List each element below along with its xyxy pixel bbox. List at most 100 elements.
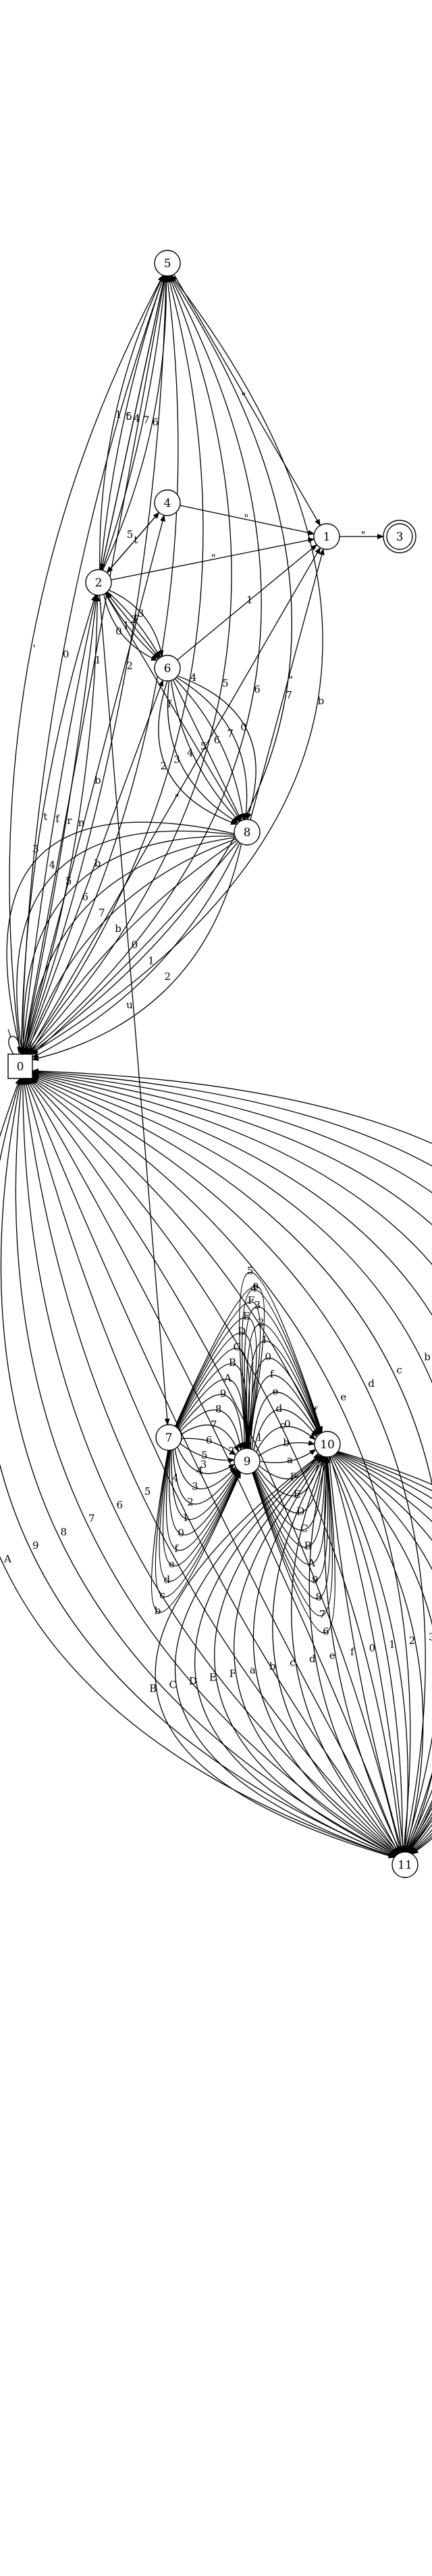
transition-line [6, 821, 235, 1055]
transitions-layer: \"tfrnbb'01234567b""t1t4763210fu"5"5t107… [0, 274, 432, 1859]
transition-label: b [318, 695, 325, 707]
transition-label: " [211, 552, 216, 564]
transition-7-9-4: C [176, 1341, 250, 1450]
transition-11-0-18: E [32, 1070, 432, 1853]
transition-0-5-0: ' [9, 275, 164, 1055]
transition-line [170, 680, 240, 823]
transition-label: 1 [246, 594, 253, 606]
transition-label: 1 [256, 1431, 263, 1444]
transition-11-0-14: c [32, 1076, 432, 1853]
transition-line [251, 1392, 319, 1450]
transition-line [151, 1450, 241, 1613]
transition-label: t [126, 410, 130, 422]
transition-0-5-5: 4 [25, 275, 204, 1055]
transition-line [250, 548, 325, 820]
transition-line [105, 593, 241, 822]
transition-label: 6 [152, 416, 159, 429]
transition-label: t [43, 811, 47, 823]
transition-9-10-10: b [259, 1437, 315, 1456]
transition-line [0, 1078, 396, 1858]
transition-line [181, 1424, 239, 1452]
transition-label: 6 [206, 1434, 213, 1446]
transition-2-5-3: 7 [101, 275, 168, 570]
transition-10-11-20: C [169, 1454, 396, 1858]
transition-label: 1 [261, 1334, 268, 1346]
transition-line [106, 512, 160, 574]
transition-label: 3 [138, 607, 144, 620]
transition-7-9-18: e [162, 1450, 240, 1570]
state-circle [85, 569, 112, 596]
transition-11-0-12: e [31, 1078, 411, 1853]
transition-line [31, 1078, 411, 1853]
transition-label: e [273, 1385, 279, 1397]
transition-11-0-2: 8 [0, 1078, 396, 1857]
transition-label: F [230, 1668, 236, 1680]
transition-line [252, 1456, 335, 1634]
transition-line [332, 1456, 424, 1853]
state-label: 8 [244, 826, 251, 840]
transition-label: 4 [172, 1472, 179, 1484]
transition-label: 1 [94, 654, 101, 666]
transition-10-11-3: 7 [336, 1452, 432, 1854]
state-2: 2 [85, 569, 112, 596]
transition-10-11-12: e [324, 1456, 402, 1853]
transition-7-9-17: f [165, 1450, 240, 1555]
transition-line [27, 275, 262, 1055]
transition-line [324, 1456, 402, 1853]
transition-label: 1 [115, 408, 122, 420]
transition-line [252, 1456, 331, 1599]
transition-10-11-21: B [149, 1454, 396, 1859]
transition-2-5-1: t [100, 275, 165, 570]
transition-line [103, 594, 158, 661]
state-10: 10 [314, 1431, 341, 1458]
transition-line [181, 1437, 236, 1456]
transition-6-8-2: 6 [174, 678, 246, 821]
transition-label: 2 [228, 1445, 235, 1457]
transition-label: 3 [32, 843, 39, 855]
transition-label: " [244, 512, 248, 524]
transition-label: c [279, 1419, 285, 1431]
transition-line [22, 275, 167, 1055]
transition-line [180, 1409, 243, 1451]
transition-line [175, 1301, 261, 1449]
transition-line [252, 1456, 398, 1855]
transition-line [331, 1456, 408, 1853]
transition-9-10-20: 7 [252, 1456, 333, 1620]
transition-2-7-0: u [99, 595, 170, 1426]
transition-line [26, 1078, 401, 1853]
transition-label: 0 [369, 1642, 376, 1654]
transition-line [173, 274, 321, 526]
state-circle [154, 655, 181, 682]
transition-label: 0 [178, 1527, 184, 1539]
transition-9-10-4: 1 [248, 1334, 321, 1449]
transition-label: d [163, 1574, 170, 1586]
transition-8-0-1: 1 [32, 842, 240, 1058]
transition-line [99, 275, 164, 570]
transition-6-8-3: 5 [172, 679, 242, 821]
transition-label: 1 [123, 620, 130, 632]
transition-line [30, 1078, 403, 1853]
state-circle [313, 523, 340, 550]
transition-10-11-6: 4 [334, 1454, 432, 1853]
transition-line [254, 1456, 328, 1548]
transition-label: 5 [201, 1450, 208, 1462]
transition-label: 2 [130, 613, 137, 626]
transition-10-11-19: D [189, 1455, 396, 1857]
transition-5-1-0: " [173, 274, 321, 526]
transition-line [32, 1069, 432, 1853]
transition-label: A [3, 1553, 11, 1565]
transition-line [32, 1072, 432, 1853]
transition-line [180, 1443, 236, 1463]
transition-9-10-8: d [253, 1402, 318, 1450]
transition-11-0-15: b [32, 1074, 432, 1853]
transition-7-9-13: 3 [174, 1448, 236, 1493]
transition-9-10-13: E [257, 1454, 323, 1500]
transition-10-11-14: c [290, 1456, 400, 1855]
state-label: 11 [398, 1859, 412, 1872]
transition-label: r [67, 815, 72, 827]
transition-line [25, 1078, 400, 1854]
transition-11-0-4: 6 [20, 1078, 398, 1855]
transition-4-1-0: " [180, 505, 315, 536]
transition-label: b [155, 1605, 161, 1617]
